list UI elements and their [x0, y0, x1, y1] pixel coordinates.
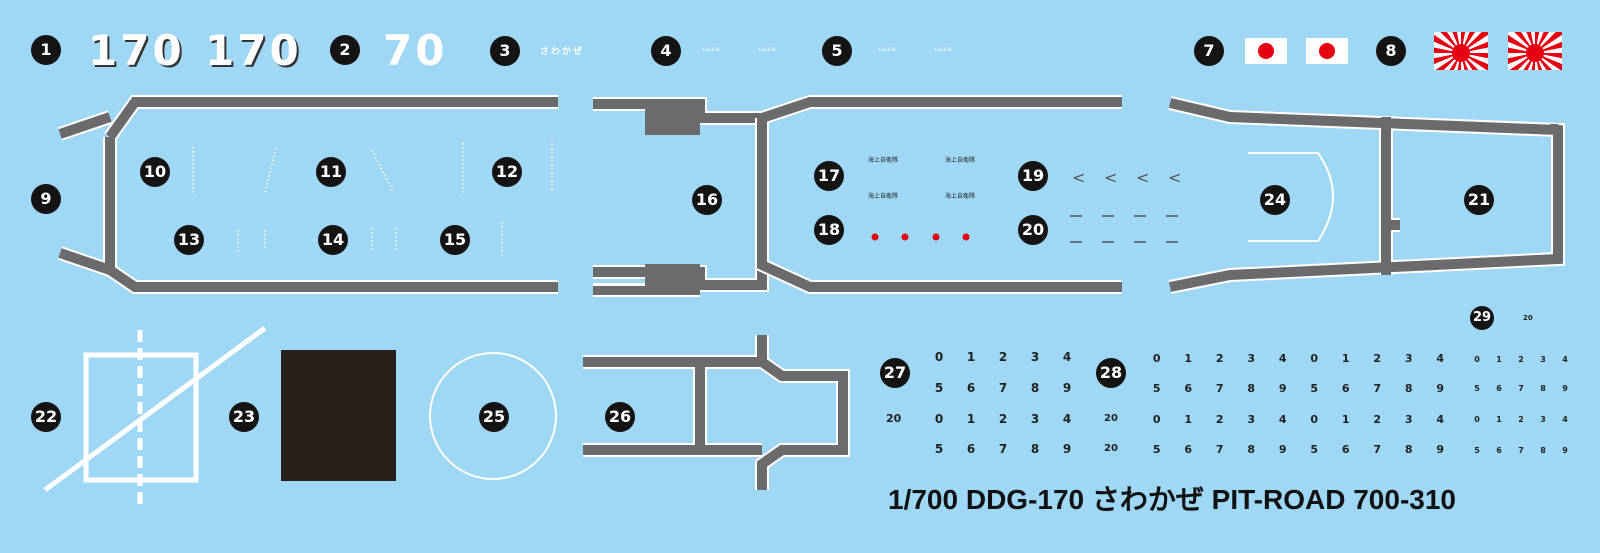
- decal-number-badge: 2: [330, 35, 360, 65]
- deck-outline-17: [755, 95, 1122, 294]
- decal-number-badge: 5: [822, 36, 852, 66]
- number-20-label: 20: [1523, 314, 1533, 322]
- decal-number-badge: 17: [814, 161, 844, 191]
- hinomaru-flag-icon: [1306, 38, 1348, 64]
- decal-number-badge: 24: [1260, 185, 1290, 215]
- decal-number-badge: 14: [318, 225, 348, 255]
- decal-number-badge: 21: [1464, 185, 1494, 215]
- number-20-label: 20: [1104, 443, 1118, 454]
- chevron-marking: <: [1136, 168, 1150, 187]
- deck-outline-16: [593, 97, 769, 297]
- decal-number-badge: 13: [174, 225, 204, 255]
- decal-number-badge: 8: [1376, 36, 1406, 66]
- chevron-marking: <: [1104, 168, 1118, 187]
- decal-22-frame: [43, 325, 267, 510]
- decal-number-badge: 22: [31, 402, 61, 432]
- decal-20-dashes: [1070, 215, 1178, 243]
- small-marking: ε≡≡≡: [702, 46, 721, 53]
- rising-sun-ensign-icon: [1508, 32, 1562, 70]
- decal-18-dots: [871, 233, 970, 241]
- small-marking: ε≡≡≡: [934, 46, 953, 53]
- decal-number-badge: 7: [1194, 36, 1224, 66]
- chevron-marking: <: [1072, 168, 1086, 187]
- decal-number-badge: 12: [492, 157, 522, 187]
- decal-number-badge: 3: [490, 36, 520, 66]
- decal-number-badge: 28: [1096, 358, 1126, 388]
- decal-number-badge: 27: [880, 358, 910, 388]
- hull-number-decal: 170: [205, 26, 302, 75]
- decal-number-badge: 19: [1018, 161, 1048, 191]
- sheet-title: 1/700 DDG-170 さわかぜ PIT-ROAD 700-310: [888, 484, 1456, 515]
- deck-outline-9: [57, 95, 558, 294]
- decal-number-badge: 26: [605, 402, 635, 432]
- deck-outline-21: [1168, 96, 1565, 294]
- kanji-marking: 海上自衛隊: [868, 157, 899, 164]
- tick-marks: [192, 140, 553, 258]
- rising-sun-ensign-icon: [1434, 32, 1488, 70]
- decal-number-badge: 23: [229, 402, 259, 432]
- kanji-marking: 海上自衛隊: [945, 157, 976, 164]
- decal-number-badge: 16: [692, 185, 722, 215]
- decal-number-badge: 18: [814, 215, 844, 245]
- deck-outline-26: [583, 335, 850, 490]
- decal-25-circle: [429, 352, 557, 480]
- hull-number-decal: 70: [383, 26, 448, 75]
- decal-number-badge: 25: [479, 402, 509, 432]
- chevron-marking: <: [1168, 168, 1182, 187]
- decal-number-badge: 10: [140, 157, 170, 187]
- kanji-marking: 海上自衛隊: [945, 193, 976, 200]
- hinomaru-flag-icon: [1245, 38, 1287, 64]
- decal-number-badge: 20: [1018, 215, 1048, 245]
- small-marking: ε≡≡≡: [758, 46, 777, 53]
- small-marking: ε≡≡≡: [878, 46, 897, 53]
- decal-number-badge: 4: [651, 36, 681, 66]
- hull-number-decal: 170: [88, 26, 185, 75]
- number-20-label: 20: [1104, 413, 1118, 424]
- decal-number-badge: 1: [31, 35, 61, 65]
- decal-number-badge: 29: [1470, 306, 1494, 330]
- decal-number-badge: 9: [31, 184, 61, 214]
- kanji-marking: 海上自衛隊: [868, 193, 899, 200]
- ship-name-decal: さわかぜ: [540, 47, 585, 57]
- decal-23-block: [281, 350, 396, 481]
- number-20-label: 20: [886, 412, 902, 425]
- decal-number-badge: 15: [440, 225, 470, 255]
- decal-number-badge: 11: [316, 157, 346, 187]
